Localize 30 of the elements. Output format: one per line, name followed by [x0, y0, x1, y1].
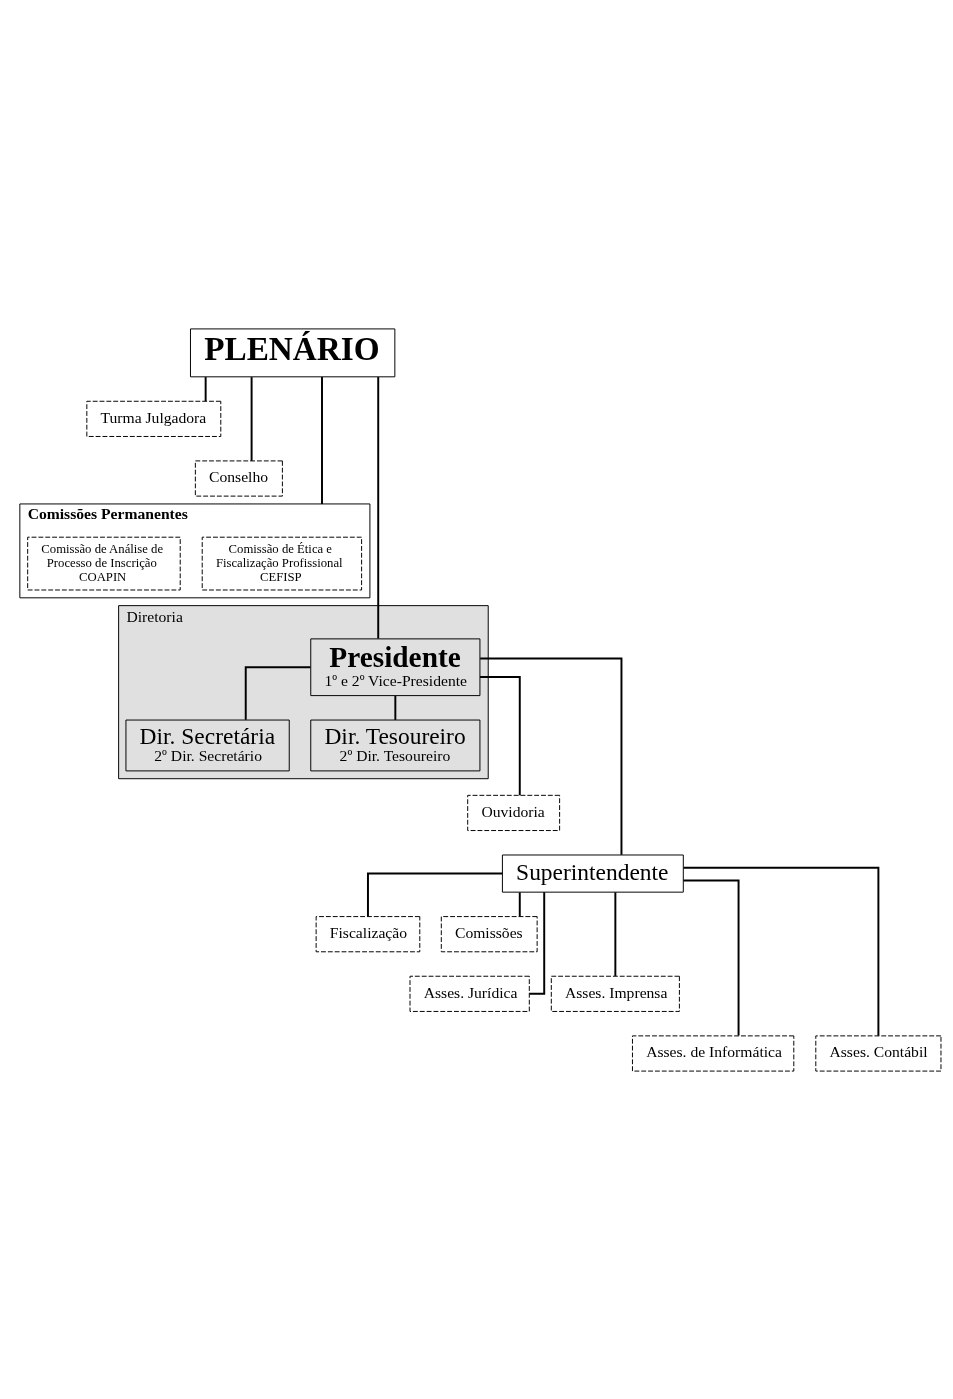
connector	[614, 890, 617, 977]
connector	[244, 665, 312, 721]
node-box: Comissões	[440, 915, 538, 952]
node-box: Asses. de Informática	[631, 1034, 795, 1072]
node-box: Turma Julgadora	[86, 400, 222, 437]
node-box: Asses. Imprensa	[550, 975, 680, 1012]
node-box: PLENÁRIO	[190, 327, 396, 377]
connector	[682, 866, 880, 1037]
connector	[518, 890, 521, 917]
connector	[479, 675, 521, 796]
node-box: Dir. Secretária 2º Dir. Secretário	[125, 719, 290, 771]
connector	[250, 375, 253, 462]
node-box: Comissão de Ética e Fiscalização Profissional CEFISP	[201, 536, 363, 590]
node-box: Conselho	[194, 459, 283, 497]
node-box: Fiscalização	[315, 915, 421, 952]
node-box: Dir. Tesoureiro 2º Dir. Tesoureiro	[310, 719, 481, 771]
node-box: Ouvidoria	[467, 794, 561, 831]
node-box: Asses. Contábil	[815, 1034, 942, 1072]
node-box: Superintendente	[501, 854, 684, 893]
node-box: Asses. Jurídica	[409, 975, 530, 1012]
node-box: Presidente 1º e 2º Vice-Presidente	[310, 637, 481, 696]
connector	[366, 872, 504, 917]
connector	[394, 694, 397, 721]
connector	[479, 656, 623, 856]
connector	[321, 375, 323, 505]
connector	[377, 375, 380, 639]
connector	[528, 890, 546, 995]
connector	[682, 878, 740, 1037]
connector	[204, 375, 207, 402]
node-box: Comissão de Análise de Processo de Inscrição COAPIN	[27, 536, 181, 590]
